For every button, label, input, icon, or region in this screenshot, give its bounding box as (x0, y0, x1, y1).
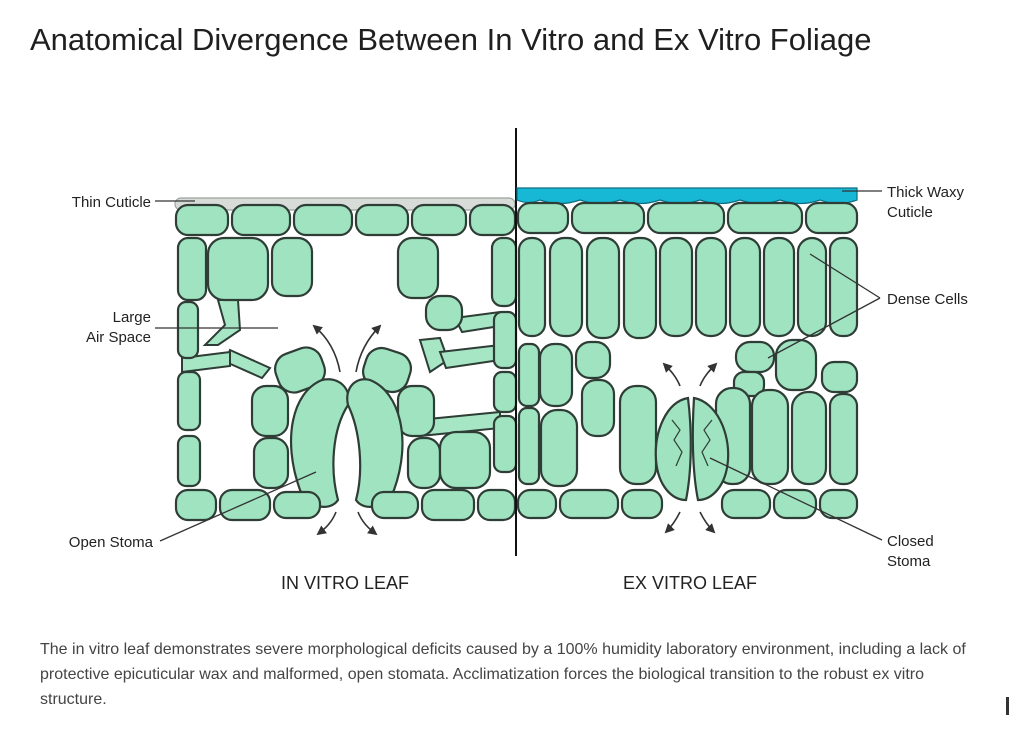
ex-vitro-leaf-section (516, 187, 859, 534)
label-dense-cells: Dense Cells (887, 291, 968, 308)
closed-stoma-arrows (662, 362, 718, 534)
in-vitro-lower-epidermis (174, 488, 517, 522)
label-thick-waxy-cuticle: Cuticle (887, 204, 933, 221)
label-closed-stoma: Stoma (887, 553, 931, 570)
caption-text: The in vitro leaf demonstrates severe mo… (40, 641, 966, 708)
leader-lines (155, 190, 883, 542)
label-in-vitro-leaf: IN VITRO LEAF (281, 573, 409, 593)
label-open-stoma: Open Stoma (69, 534, 154, 551)
ex-vitro-palisade-cells (517, 236, 859, 340)
thick-waxy-cuticle-layer (516, 187, 858, 205)
text-cursor-icon (1006, 697, 1009, 715)
label-closed-stoma: Closed (887, 533, 934, 550)
in-vitro-mesophyll-cells (176, 236, 518, 490)
in-vitro-upper-epidermis (174, 203, 517, 237)
ex-vitro-upper-epidermis (516, 201, 859, 235)
label-large-air-space: Large (113, 309, 151, 326)
open-stoma-guard-cells (289, 378, 404, 508)
page-title: Anatomical Divergence Between In Vitro a… (30, 22, 872, 57)
ex-vitro-lower-epidermis (516, 488, 859, 520)
closed-stoma-guard-cells (654, 396, 730, 502)
label-thick-waxy-cuticle: Thick Waxy (887, 184, 964, 201)
label-large-air-space: Air Space (86, 329, 151, 346)
label-ex-vitro-leaf: EX VITRO LEAF (623, 573, 757, 593)
in-vitro-leaf-section (174, 197, 518, 536)
diagram-labels: Thin Cuticle Large Air Space Open Stoma … (69, 184, 968, 593)
open-stoma-arrows (312, 324, 382, 536)
label-thin-cuticle: Thin Cuticle (72, 194, 151, 211)
ex-vitro-dense-mesophyll (517, 338, 859, 488)
